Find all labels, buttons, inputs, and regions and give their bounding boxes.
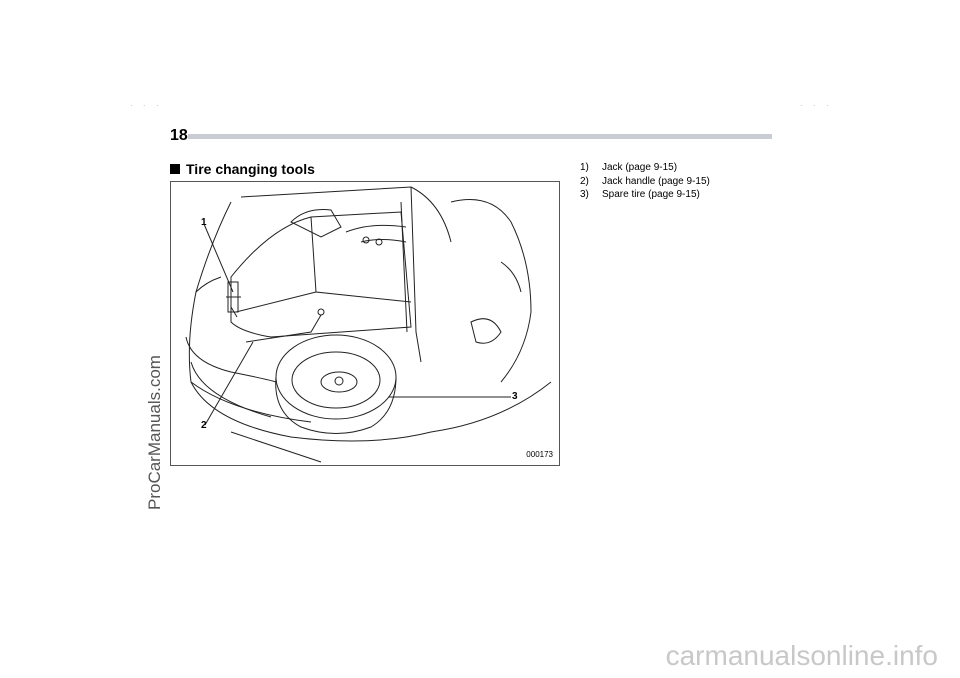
legend-text: Jack (page 9-15) [602, 162, 678, 173]
legend-number: 1) [580, 162, 589, 173]
section-heading: Tire changing tools [170, 161, 315, 177]
legend-text: Spare tire (page 9-15) [602, 189, 700, 200]
corner-marks: . . . [130, 98, 163, 108]
callout-3: 3 [512, 391, 518, 402]
legend-item: 3) Spare tire (page 9-15) [580, 188, 710, 202]
car-trunk-drawing [185, 186, 552, 463]
legend-number: 2) [580, 175, 589, 187]
header-rule [188, 134, 772, 139]
page-number: 18 [170, 127, 188, 144]
figure-code: 000173 [526, 450, 553, 459]
legend-item: 2) Jack handle (page 9-15) [580, 175, 710, 189]
legend-text: Jack handle (page 9-15) [602, 175, 710, 187]
watermark-bottom: carmanualsonline.info [665, 640, 938, 671]
corner-marks: . . . [800, 98, 833, 108]
legend-number: 3) [580, 189, 589, 200]
callout-1: 1 [201, 217, 207, 228]
black-square-icon [170, 164, 180, 174]
watermark-side: ProCarManuals.com [145, 355, 164, 510]
section-heading-text: Tire changing tools [186, 161, 315, 177]
legend-list: 1) Jack (page 9-15) 2) Jack handle (page… [580, 161, 710, 202]
callout-2: 2 [201, 420, 207, 431]
trunk-illustration: 1 2 3 000173 [170, 181, 560, 466]
legend-item: 1) Jack (page 9-15) [580, 161, 710, 175]
